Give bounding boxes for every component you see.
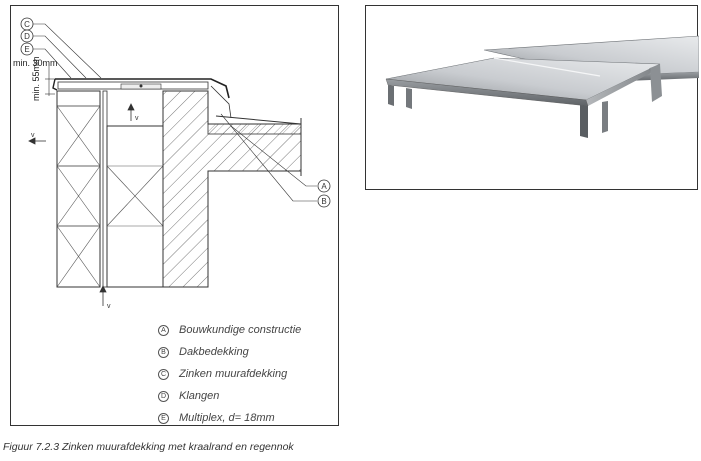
legend-text: Multiplex, d= 18mm	[179, 412, 275, 424]
legend-badge: E	[158, 412, 169, 424]
legend-badge: A	[158, 324, 169, 336]
dimension-min-55: min. 55mm	[31, 56, 41, 101]
legend: A Bouwkundige constructie B Dakbedekking…	[158, 319, 338, 429]
legend-item: D Klangen	[158, 385, 338, 407]
dimension-min-30: min. 30mm	[13, 58, 58, 68]
legend-badge: D	[158, 390, 169, 402]
roof-deck	[207, 123, 302, 135]
svg-text:D: D	[24, 32, 30, 41]
section-drawing: C D E A B min. 30mm min. 55mm v v v	[13, 17, 331, 310]
concrete-structure	[162, 90, 302, 288]
callout-c: C	[20, 17, 34, 31]
legend-text: Bouwkundige constructie	[179, 324, 302, 336]
svg-text:A: A	[321, 182, 327, 191]
legend-badge: C	[158, 368, 169, 380]
section-drawing-panel: C D E A B min. 30mm min. 55mm v v v A Bo…	[10, 5, 339, 426]
callout-a: A	[317, 179, 331, 193]
svg-text:B: B	[321, 197, 326, 206]
legend-badge: B	[158, 346, 169, 358]
product-render-panel	[365, 5, 699, 190]
dimension-marker	[45, 66, 55, 96]
svg-text:C: C	[24, 20, 30, 29]
callout-e: E	[20, 42, 34, 56]
roof-membrane	[215, 115, 302, 125]
v-arrows	[28, 103, 135, 306]
callout-leaders-right	[220, 113, 317, 202]
v-label-left: v	[31, 132, 35, 139]
legend-text: Zinken muurafdekking	[179, 368, 288, 380]
v-label-top: v	[135, 115, 139, 122]
coping-drip-edge	[385, 78, 608, 138]
svg-text:E: E	[24, 45, 29, 54]
callout-b: B	[317, 194, 331, 208]
figure-caption: Figuur 7.2.3 Zinken muurafdekking met kr…	[3, 441, 294, 453]
legend-item: C Zinken muurafdekking	[158, 363, 338, 385]
callout-d: D	[20, 29, 34, 43]
zinc-coping	[52, 78, 232, 119]
callout-leaders-top	[33, 23, 102, 79]
v-label-bottom: v	[107, 303, 111, 310]
wall-cavity	[102, 90, 164, 288]
zinc-coping-render	[385, 35, 699, 138]
legend-item: E Multiplex, d= 18mm	[158, 407, 338, 429]
coping-joint	[493, 57, 662, 102]
legend-text: Klangen	[179, 390, 220, 402]
legend-item: A Bouwkundige constructie	[158, 319, 338, 341]
outer-wall-leaf	[56, 90, 101, 288]
legend-text: Dakbedekking	[179, 346, 249, 358]
legend-item: B Dakbedekking	[158, 341, 338, 363]
